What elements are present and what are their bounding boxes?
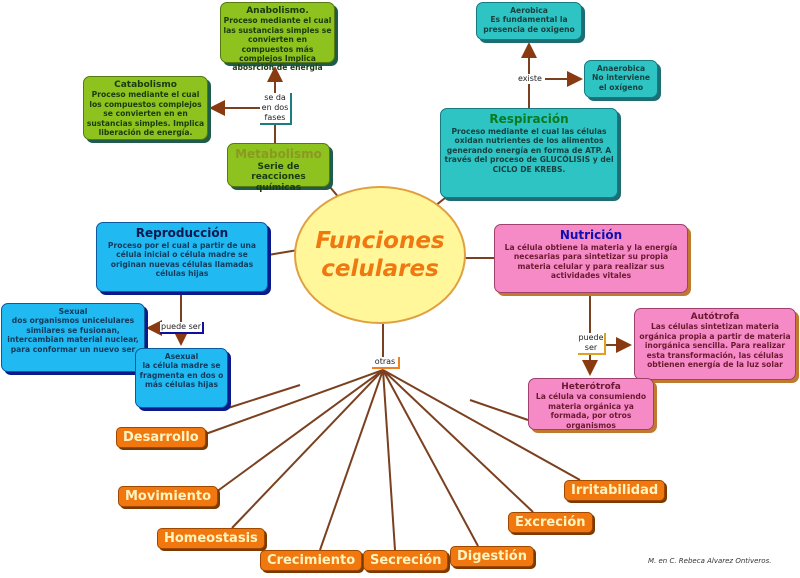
secrecion-node: Secreción [363, 550, 449, 571]
otras-link-label: otras [372, 357, 400, 369]
anabolismo-title: Anabolismo. [246, 6, 309, 16]
asexual-text: la célula madre se fragmenta en dos o má… [139, 361, 224, 390]
irritabilidad-node: Irritabilidad [564, 480, 666, 501]
metabolismo-text: Serie de reacciones químicas [251, 162, 306, 193]
aerobica-text: Es fundamental la presencia de oxigeno [483, 15, 575, 34]
reproduccion-text: Proceso por el cual a partir de una célu… [107, 241, 257, 279]
nutricion-title: Nutrición [559, 228, 623, 242]
anabolismo-node: Anabolismo.Proceso mediante el cual las … [220, 2, 335, 72]
anaerobica-text: No interviene el oxígeno [591, 73, 650, 92]
heterotrofa-title: Heterótrofa [561, 382, 621, 392]
aerobica-title: Aerobica [510, 6, 548, 15]
catabolismo-text: Proceso mediante el cual los compuestos … [86, 90, 205, 138]
movimiento-node: Movimiento [118, 486, 219, 507]
respiracion-link-label: existe [515, 74, 545, 84]
catabolismo-title: Catabolismo [114, 80, 177, 90]
anabolismo-text: Proceso mediante el cual las sustancias … [223, 16, 332, 73]
anaerobica-title: Anaerobica [596, 64, 646, 73]
sexual-text: dos organismos unicelulares similares se… [7, 316, 139, 354]
homeostasis-node: Homeostasis [157, 528, 265, 549]
digestion-node: Digestión [450, 546, 534, 567]
autotrofa-title: Autótrofa [690, 312, 740, 322]
autotrofa-text: Las células sintetizan materia orgánica … [639, 322, 791, 370]
metabolismo-title: Metabolismo [235, 147, 322, 161]
center-title-line1: Funciones [315, 228, 445, 254]
nutricion-link-label: puede ser [578, 333, 606, 355]
crecimiento-node: Crecimiento [260, 550, 363, 571]
heterotrofa-text: La célula va consumiendo materia orgánic… [535, 392, 647, 430]
asexual-title: Asexual [164, 352, 199, 361]
sexual-title: Sexual [58, 307, 88, 316]
reproduccion-link-label: puede ser [160, 322, 204, 334]
respiracion-title: Respiración [489, 112, 569, 126]
metabolismo-link-label: se da en dos fases [260, 93, 292, 125]
excrecion-node: Excreción [508, 512, 593, 533]
respiracion-text: Proceso mediante el cual las células oxi… [444, 127, 614, 174]
center-title-line2: celulares [321, 256, 439, 282]
desarrollo-node: Desarrollo [116, 427, 206, 448]
nutricion-text: La célula obtiene la materia y la energí… [504, 243, 678, 281]
author-credit: M. en C. Rebeca Alvarez Ontiveros. [648, 557, 772, 565]
reproduccion-title: Reproducción [135, 226, 229, 240]
